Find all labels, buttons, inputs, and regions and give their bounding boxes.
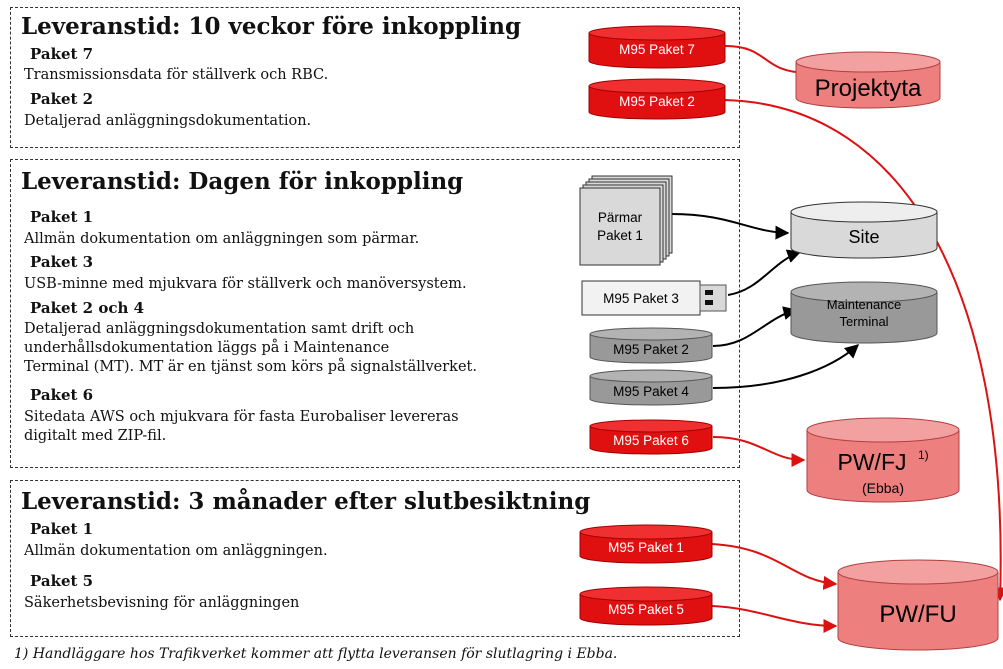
package-description: underhållsdokumentation läggs på i Maint… bbox=[24, 340, 390, 356]
m95-paket2-top-cylinder: M95 Paket 2 bbox=[588, 78, 726, 120]
connector-paket2-to-mt bbox=[712, 306, 798, 347]
m95-paket7-cylinder: M95 Paket 7 bbox=[588, 25, 726, 69]
connector-paket3-to-site bbox=[727, 249, 802, 296]
connector-paket4-to-mt bbox=[712, 344, 860, 389]
package-title: Paket 6 bbox=[30, 386, 94, 404]
m95-paket1-cylinder: M95 Paket 1 bbox=[579, 524, 713, 564]
maintenance-terminal-cylinder: Maintenance Terminal bbox=[790, 281, 938, 344]
m95-paket3-label: M95 Paket 3 bbox=[603, 291, 679, 306]
package-title: Paket 1 bbox=[30, 520, 94, 538]
m95-paket2-grey-cylinder: M95 Paket 2 bbox=[589, 327, 713, 364]
package-description: Detaljerad anläggningsdokumentation. bbox=[24, 113, 312, 129]
m95-paket4-grey-cylinder: M95 Paket 4 bbox=[589, 369, 713, 406]
m95-paket6-cylinder: M95 Paket 6 bbox=[589, 419, 713, 455]
projektyta-cylinder: Projektyta bbox=[795, 51, 941, 109]
package-description: Transmissionsdata för ställverk och RBC. bbox=[24, 67, 329, 83]
m95-paket7-label: M95 Paket 7 bbox=[619, 42, 695, 57]
m95-paket6-label: M95 Paket 6 bbox=[613, 433, 689, 448]
projektyta-label: Projektyta bbox=[815, 75, 922, 102]
connector-paket1-to-pwfu bbox=[711, 543, 838, 590]
package-description: Sitedata AWS och mjukvara för fasta Euro… bbox=[24, 409, 459, 425]
parmar-document-stack: Pärmar Paket 1 bbox=[579, 175, 673, 266]
package-title: Paket 2 bbox=[30, 90, 94, 108]
m95-paket1-label: M95 Paket 1 bbox=[608, 540, 684, 555]
connector-paket7-to-projektyta bbox=[724, 45, 810, 80]
m95-paket2-grey-label: M95 Paket 2 bbox=[613, 342, 689, 357]
footnote: 1) Handläggare hos Trafikverket kommer a… bbox=[14, 646, 618, 662]
section-heading: Leveranstid: 10 veckor före inkoppling bbox=[21, 13, 522, 40]
m95-paket5-label: M95 Paket 5 bbox=[608, 602, 684, 617]
pwfj-label: PW/FJ bbox=[838, 449, 907, 475]
pwfu-label: PW/FU bbox=[879, 601, 956, 628]
m95-paket2-top-label: M95 Paket 2 bbox=[619, 94, 695, 109]
section-box-10-veckor bbox=[10, 7, 740, 148]
package-title: Paket 1 bbox=[30, 208, 94, 226]
package-title: Paket 5 bbox=[30, 572, 94, 590]
package-title: Paket 7 bbox=[30, 45, 94, 63]
pwfj-footnote-marker: 1) bbox=[918, 448, 929, 462]
pwfj-cylinder: PW/FJ 1) (Ebba) bbox=[806, 417, 960, 503]
m95-paket4-grey-label: M95 Paket 4 bbox=[613, 384, 689, 399]
connector-paket2-to-pwfu bbox=[724, 99, 1003, 602]
package-title: Paket 2 och 4 bbox=[30, 299, 145, 317]
site-label: Site bbox=[848, 227, 879, 247]
package-description: Allmän dokumentation om anläggningen. bbox=[24, 543, 328, 559]
connector-paket6-to-pwfj bbox=[712, 436, 806, 467]
package-description: Allmän dokumentation om anläggningen som… bbox=[24, 231, 420, 247]
m95-paket5-cylinder: M95 Paket 5 bbox=[579, 586, 713, 626]
connector-paket5-to-pwfu bbox=[711, 605, 838, 633]
section-box-3-manader bbox=[10, 480, 740, 637]
package-description: USB-minne med mjukvara för ställverk och… bbox=[24, 276, 467, 292]
connector-parmar-to-site bbox=[671, 213, 790, 240]
section-box-dagen-for-inkoppling bbox=[10, 159, 740, 468]
package-description: Terminal (MT). MT är en tjänst som körs … bbox=[24, 359, 477, 375]
maintenance-label: Maintenance bbox=[827, 297, 901, 312]
parmar-paket1-label: Paket 1 bbox=[597, 228, 643, 243]
site-cylinder: Site bbox=[790, 201, 938, 259]
pwfj-ebba-label: (Ebba) bbox=[862, 480, 904, 496]
terminal-label: Terminal bbox=[839, 314, 888, 329]
pwfu-cylinder: PW/FU bbox=[837, 559, 999, 651]
package-description: Detaljerad anläggningsdokumentation samt… bbox=[24, 321, 415, 337]
package-title: Paket 3 bbox=[30, 253, 94, 271]
parmar-label: Pärmar bbox=[598, 210, 643, 225]
usb-stick-paket3: M95 Paket 3 bbox=[581, 280, 727, 316]
section-heading: Leveranstid: Dagen för inkoppling bbox=[21, 168, 464, 195]
usb-connector-icon bbox=[699, 284, 727, 312]
package-description: digitalt med ZIP-fil. bbox=[24, 428, 167, 444]
section-heading: Leveranstid: 3 månader efter slutbesiktn… bbox=[21, 488, 591, 515]
package-description: Säkerhetsbevisning för anläggningen bbox=[24, 595, 300, 611]
